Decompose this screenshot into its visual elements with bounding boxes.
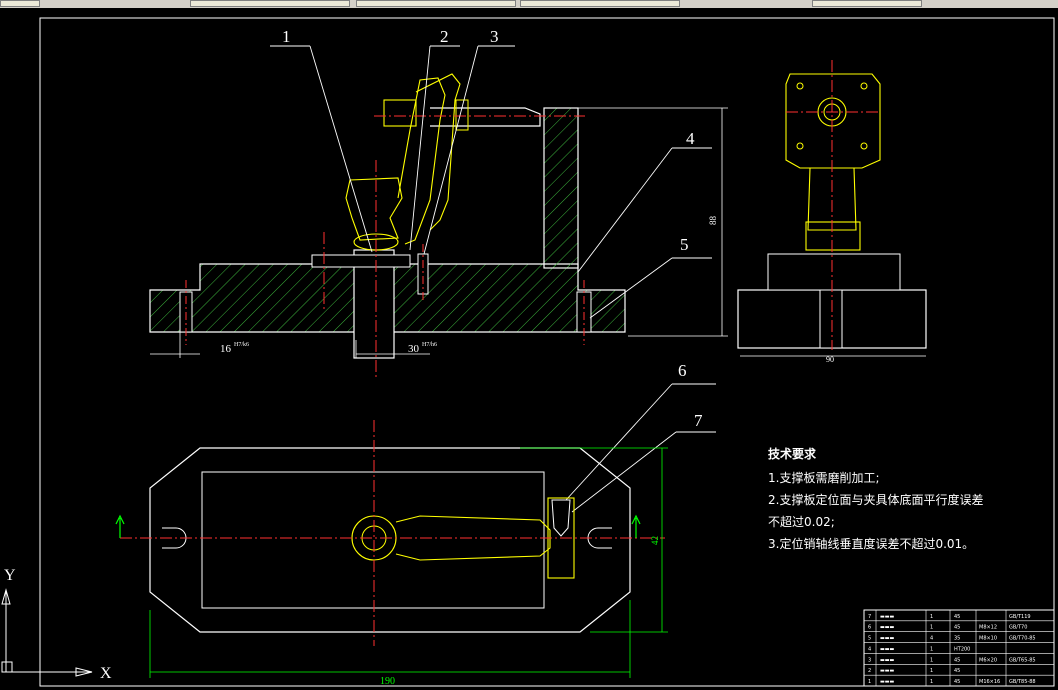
title-block-cell: 4 (868, 646, 871, 652)
dim-center-fit: 30 (408, 343, 420, 355)
workpiece-bolt (383, 99, 417, 127)
title-block-cell: 3 (868, 657, 871, 663)
dim-left-fit: 16 (220, 343, 232, 355)
title-block-cell: 4 (930, 636, 933, 642)
plan-pocket (201, 471, 545, 609)
plan-workpiece-arm (395, 515, 551, 561)
side-view: 90 (737, 60, 927, 364)
title-block-cell: GB/T119 (1009, 614, 1031, 620)
balloon-5: 5 (680, 235, 689, 254)
title-block-cell: GB/T70-85 (1009, 636, 1036, 642)
title-block-cell: 45 (954, 625, 960, 631)
title-block-cell: 2 (868, 668, 871, 674)
balloon-2: 2 (440, 27, 449, 46)
tech-req-item-1: 1.支撑板需磨削加工; (768, 470, 880, 485)
support-arm (430, 107, 541, 127)
balloon-6: 6 (678, 361, 687, 380)
title-block-cell: 7 (868, 614, 871, 620)
drawing-frame (39, 17, 1055, 687)
toolbar-icons[interactable] (0, 0, 40, 7)
dim-center-fit-tol: H7/h6 (422, 342, 437, 348)
plan-view: 190 42 (115, 420, 668, 687)
side-shaft (819, 289, 843, 349)
cad-drawing-canvas[interactable]: 16 H7/k6 30 H7/h6 88 1 2 3 4 5 6 7 (0, 8, 1058, 690)
dim-height: 88 (708, 216, 718, 226)
balloon-3: 3 (490, 27, 499, 46)
support-plate (543, 107, 579, 269)
workpiece-arm-outline (415, 73, 461, 231)
ucs-y-label: Y (4, 567, 16, 584)
title-block-cell: 6 (868, 625, 871, 631)
ucs-x-label: X (100, 665, 112, 682)
title-block-cell: M8×12 (979, 625, 997, 631)
title-block-cell: 1 (930, 614, 933, 620)
title-block-cell: 45 (954, 668, 960, 674)
title-block-cell: 1 (930, 668, 933, 674)
plan-outline (149, 447, 631, 633)
title-block-cell: 1 (930, 657, 933, 663)
workpiece-pad (455, 99, 469, 131)
title-block-cell: M8×10 (979, 636, 997, 642)
tech-req-title: 技术要求 (768, 446, 817, 461)
front-view: 16 H7/k6 30 H7/h6 88 (149, 73, 728, 380)
toolbar-strip (0, 0, 1058, 8)
side-workpiece-foot (805, 221, 861, 251)
dim-plan-length: 190 (380, 676, 395, 687)
title-block-cell: 1 (930, 679, 933, 685)
title-block-cell: M6×20 (979, 657, 997, 663)
title-block-cell: ▬▬▬ (880, 679, 894, 685)
title-block-cell: ▬▬▬ (880, 625, 894, 631)
title-block-cell: M16×16 (979, 679, 1000, 685)
tech-req-item-2b: 不超过0.02; (768, 514, 835, 529)
title-block-cell: 35 (954, 636, 960, 642)
workpiece-hub (345, 177, 403, 241)
plan-pin (551, 499, 571, 537)
lineweight-dropdown[interactable] (812, 0, 922, 7)
balloon-1: 1 (282, 27, 291, 46)
title-block-cell: ▬▬▬ (880, 614, 894, 620)
title-block-cell: 5 (868, 636, 871, 642)
layer-dropdown[interactable] (190, 0, 350, 7)
section-arrow-right (631, 514, 641, 538)
title-block-cell: 45 (954, 679, 960, 685)
title-block-cell: GB/T85-88 (1009, 679, 1036, 685)
shaft-collar (311, 254, 411, 268)
locating-shaft (353, 249, 395, 359)
linetype-dropdown[interactable] (520, 0, 680, 7)
title-block-cell: GB/T65-85 (1009, 657, 1036, 663)
balloon-7: 7 (694, 411, 703, 430)
dim-plan-width: 42 (650, 536, 660, 545)
tech-requirements: 技术要求 1.支撑板需磨削加工; 2.支撑板定位面与夹具体底面平行度误差 不超过… (768, 446, 983, 551)
tech-req-item-3: 3.定位销轴线垂直度误差不超过0.01。 (768, 536, 974, 551)
ucs-icon: Y X (1, 567, 112, 682)
title-block-cell: 45 (954, 614, 960, 620)
tech-req-item-2: 2.支撑板定位面与夹具体底面平行度误差 (768, 492, 983, 507)
title-block-cell: ▬▬▬ (880, 636, 894, 642)
section-arrow-left (115, 514, 125, 538)
side-block (767, 253, 901, 291)
dim-left-fit-tol: H7/k6 (234, 342, 249, 348)
workpiece-arm (397, 77, 446, 245)
title-block-cell: 1 (868, 679, 871, 685)
dim-side-width: 90 (826, 355, 834, 364)
side-workpiece-head (785, 73, 881, 169)
title-block-cell: ▬▬▬ (880, 646, 894, 652)
title-block-cell: 1 (930, 646, 933, 652)
title-block-cell: HT200 (954, 646, 970, 652)
title-block-cell: GB/T70 (1009, 625, 1027, 631)
color-dropdown[interactable] (356, 0, 516, 7)
balloon-4: 4 (686, 129, 695, 148)
title-block-cell: ▬▬▬ (880, 657, 894, 663)
title-block-cell: ▬▬▬ (880, 668, 894, 674)
title-block-cell: 1 (930, 625, 933, 631)
title-block-cell: 45 (954, 657, 960, 663)
balloon-leaders: 1 2 3 4 5 6 7 (270, 27, 716, 513)
